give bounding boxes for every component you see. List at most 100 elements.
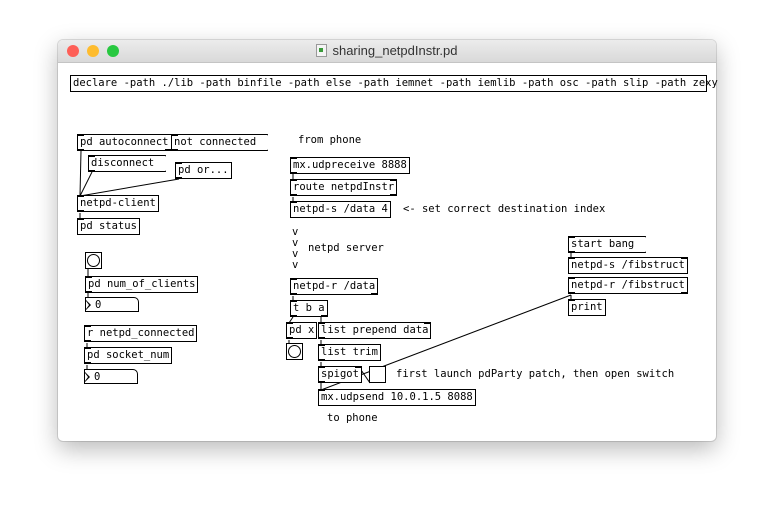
- start-bang-message[interactable]: start bang: [568, 236, 643, 253]
- port[interactable]: [290, 293, 297, 295]
- pd-num-of-clients-object[interactable]: pd num_of_clients: [85, 276, 199, 293]
- object-text: t b a: [293, 302, 325, 314]
- port[interactable]: [85, 291, 92, 293]
- port[interactable]: [290, 315, 297, 317]
- socket-num-number-box[interactable]: 0: [84, 369, 138, 384]
- pd-status-object[interactable]: pd status: [77, 218, 140, 235]
- port[interactable]: [318, 337, 325, 339]
- not-connected-message[interactable]: not connected: [171, 134, 265, 151]
- object-text: pd status: [80, 220, 137, 232]
- zoom-button[interactable]: [107, 45, 119, 57]
- object-text: pd x: [289, 324, 315, 336]
- comment-netpd-server: netpd server: [308, 242, 384, 254]
- port[interactable]: [371, 293, 379, 295]
- comment-to-phone: to phone: [327, 412, 378, 424]
- comment-v: v: [292, 237, 299, 249]
- list-prepend-object[interactable]: list prepend data: [318, 322, 432, 339]
- port[interactable]: [175, 177, 182, 179]
- pd-x-object[interactable]: pd x: [286, 322, 318, 339]
- netpd-s-data-object[interactable]: netpd-s /data 4: [290, 201, 391, 218]
- spigot-object[interactable]: spigot: [318, 366, 362, 383]
- close-button[interactable]: [67, 45, 79, 57]
- cord: [320, 294, 572, 391]
- bang-button[interactable]: [286, 343, 303, 360]
- port[interactable]: [84, 362, 91, 364]
- port[interactable]: [171, 149, 178, 151]
- mx-udpreceive-object[interactable]: mx.udpreceive 8888: [290, 157, 410, 174]
- pd-file-icon: [316, 44, 328, 57]
- comment-v: v: [292, 226, 299, 238]
- pd-autoconnect-object[interactable]: pd autoconnect: [77, 134, 172, 151]
- list-trim-object[interactable]: list trim: [318, 344, 381, 361]
- object-text: list trim: [321, 346, 378, 358]
- number-value: 0: [95, 299, 102, 311]
- object-text: r netpd_connected: [87, 327, 195, 339]
- netpd-s-fibstruct-object[interactable]: netpd-s /fibstruct: [568, 257, 688, 274]
- num-clients-number-box[interactable]: 0: [85, 297, 139, 312]
- object-text: netpd-r /data: [293, 280, 376, 292]
- cord: [79, 171, 93, 197]
- port[interactable]: [77, 149, 84, 151]
- cord: [79, 178, 180, 197]
- port[interactable]: [320, 315, 328, 317]
- trigger-object[interactable]: t b a: [290, 300, 328, 317]
- port[interactable]: [286, 337, 293, 339]
- object-text: list prepend data: [321, 324, 429, 336]
- port[interactable]: [354, 366, 362, 368]
- pd-or-object[interactable]: pd or...: [175, 162, 232, 179]
- object-text: netpd-s /fibstruct: [571, 259, 685, 271]
- object-text: pd autoconnect: [80, 136, 169, 148]
- port[interactable]: [290, 194, 297, 196]
- object-text: declare -path ./lib -path binfile -path …: [73, 77, 718, 89]
- object-text: mx.udpsend 10.0.1.5 8088: [321, 391, 473, 403]
- window-title: sharing_netpdInstr.pd: [332, 43, 458, 58]
- comment-from-phone: from phone: [298, 134, 362, 146]
- title-bar: sharing_netpdInstr.pd: [58, 40, 716, 63]
- port[interactable]: [390, 179, 398, 181]
- netpd-r-fibstruct-object[interactable]: netpd-r /fibstruct: [568, 277, 688, 294]
- port[interactable]: [77, 210, 84, 212]
- comment-first-launch: first launch pdParty patch, then open sw…: [396, 368, 675, 380]
- route-object[interactable]: route netpdInstr: [290, 179, 398, 196]
- object-text: pd or...: [178, 164, 229, 176]
- netpd-r-data-object[interactable]: netpd-r /data: [290, 278, 379, 295]
- cord: [79, 150, 82, 197]
- r-netpd-connected-object[interactable]: r netpd_connected: [84, 325, 198, 342]
- port[interactable]: [680, 257, 688, 259]
- port[interactable]: [568, 251, 575, 253]
- print-object[interactable]: print: [568, 299, 606, 316]
- declare-object[interactable]: declare -path ./lib -path binfile -path …: [70, 75, 718, 92]
- port[interactable]: [290, 172, 297, 174]
- port[interactable]: [318, 359, 325, 361]
- port[interactable]: [568, 292, 575, 294]
- comment-v: v: [292, 259, 299, 271]
- object-text: print: [571, 301, 603, 313]
- object-text: pd socket_num: [87, 349, 170, 361]
- bang-button[interactable]: [85, 252, 102, 269]
- toggle-switch[interactable]: [369, 366, 386, 383]
- port[interactable]: [318, 381, 325, 383]
- object-text: disconnect: [91, 157, 155, 169]
- port[interactable]: [84, 340, 91, 342]
- object-text: not connected: [174, 136, 257, 148]
- port[interactable]: [390, 194, 398, 196]
- object-text: route netpdInstr: [293, 181, 395, 193]
- object-text: start bang: [571, 238, 635, 250]
- object-text: netpd-s /data 4: [293, 203, 388, 215]
- object-text: spigot: [321, 368, 359, 380]
- port[interactable]: [424, 322, 432, 324]
- pd-socket-num-object[interactable]: pd socket_num: [84, 347, 173, 364]
- object-text: netpd-client: [80, 197, 156, 209]
- minimize-button[interactable]: [87, 45, 99, 57]
- disconnect-message[interactable]: disconnect: [88, 155, 163, 172]
- netpd-client-object[interactable]: netpd-client: [77, 195, 159, 212]
- port[interactable]: [88, 170, 95, 172]
- comment-v: v: [292, 248, 299, 260]
- port[interactable]: [680, 292, 688, 294]
- mx-udpsend-object[interactable]: mx.udpsend 10.0.1.5 8088: [318, 389, 476, 406]
- object-text: pd num_of_clients: [88, 278, 196, 290]
- object-text: netpd-r /fibstruct: [571, 279, 685, 291]
- port[interactable]: [164, 149, 172, 151]
- comment-set-index: <- set correct destination index: [403, 203, 606, 215]
- number-value: 0: [94, 371, 101, 383]
